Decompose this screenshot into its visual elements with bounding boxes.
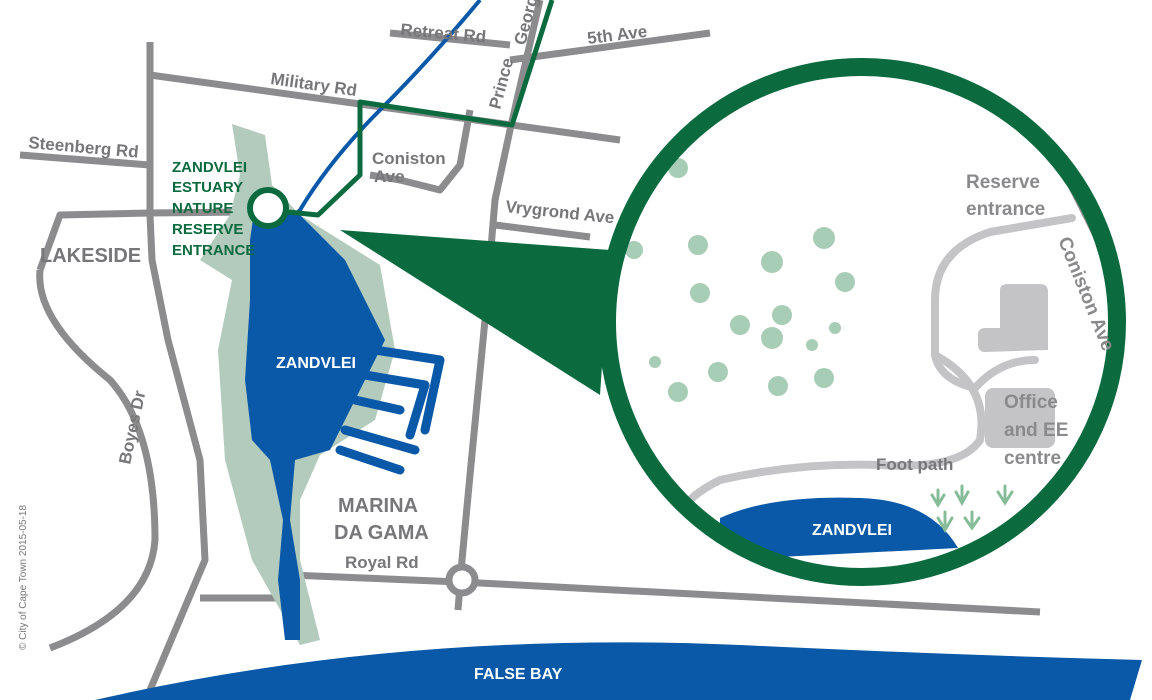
zandvlei-water (245, 205, 445, 640)
inset-pointer (340, 230, 610, 395)
reserve-entrance-label-5: ENTRANCE (172, 242, 255, 259)
lakeside-crossing-road (36, 208, 251, 272)
railway-line (278, 0, 482, 232)
ee-centre-building (985, 388, 1055, 448)
inset-label-centre: centre (1004, 448, 1061, 469)
tree-icon (688, 235, 708, 255)
label-marina: MARINA (338, 495, 418, 517)
reed-icon (954, 484, 970, 507)
reserve-entrance-label-1: ZANDVLEI (172, 159, 247, 176)
label-retreat-road: Retreat Rd (400, 20, 487, 46)
tree-icon (829, 322, 841, 334)
tree-icon (761, 327, 783, 349)
coniston-avenue-road (369, 109, 474, 194)
label-false-bay: FALSE BAY (474, 666, 563, 683)
inset-label-and-ee: and EE (1004, 420, 1068, 441)
retreat-road (389, 29, 511, 49)
tree-icon (813, 227, 835, 249)
reserve-access-route (287, 0, 555, 218)
reserve-entrance-label-3: NATURE (172, 200, 233, 217)
tree-icon (835, 272, 855, 292)
label-lakeside: LAKESIDE (40, 245, 141, 267)
inset-paths (686, 214, 1076, 504)
reed-icon (963, 510, 981, 531)
office-building (978, 284, 1048, 352)
tree-icon (690, 283, 710, 303)
inset-magnifier (598, 58, 1126, 586)
tree-icon (772, 305, 792, 325)
inset-frame (598, 58, 1126, 586)
marina-canals (335, 345, 445, 475)
inset-label-office: Office (1004, 392, 1058, 413)
zandvlei-lake (245, 205, 385, 640)
label-zandvlei: ZANDVLEI (276, 355, 356, 372)
steenberg-road (19, 151, 151, 169)
inset-background (607, 67, 1117, 577)
tree-icon (814, 368, 834, 388)
inset-label-foot-path: Foot path (876, 455, 953, 474)
tree-icon (649, 356, 661, 368)
tree-icon (730, 315, 750, 335)
tree-icon (708, 362, 728, 382)
inset-trees (625, 158, 855, 402)
label-coniston: Coniston (372, 149, 446, 168)
label-da-gama: DA GAMA (334, 522, 429, 544)
map-credit: © City of Cape Town 2015-05-18 (18, 505, 29, 650)
reed-icon (930, 488, 946, 508)
inset-zandvlei-water (720, 497, 958, 560)
fifth-avenue (509, 29, 711, 64)
reserve-entrance-label-2: ESTUARY (172, 179, 243, 196)
inset-label-entrance: entrance (966, 199, 1045, 220)
boyes-drive (36, 269, 159, 652)
reed-icon (936, 510, 954, 533)
false-bay (95, 642, 1142, 700)
inset-label-zandvlei: ZANDVLEI (812, 522, 892, 539)
reserve-entrance-marker (247, 187, 289, 229)
label-prince: Prince (486, 56, 518, 111)
label-royal-road: Royal Rd (345, 553, 419, 572)
tree-icon (768, 376, 788, 396)
tree-icon (625, 241, 643, 259)
royal-road-roundabout (445, 563, 479, 597)
tree-icon (668, 382, 688, 402)
tree-icon (806, 339, 818, 351)
inset-label-reserve: Reserve (966, 172, 1040, 193)
inset-reeds (930, 484, 1014, 533)
reserve-entrance-label-4: RESERVE (172, 221, 243, 238)
label-coniston-ave: Ave (374, 167, 405, 186)
reed-icon (996, 484, 1014, 506)
vrygrond-avenue (494, 221, 591, 241)
royal-road (289, 571, 1041, 616)
label-vrygrond-avenue: Vrygrond Ave (505, 197, 616, 227)
tree-icon (761, 251, 783, 273)
